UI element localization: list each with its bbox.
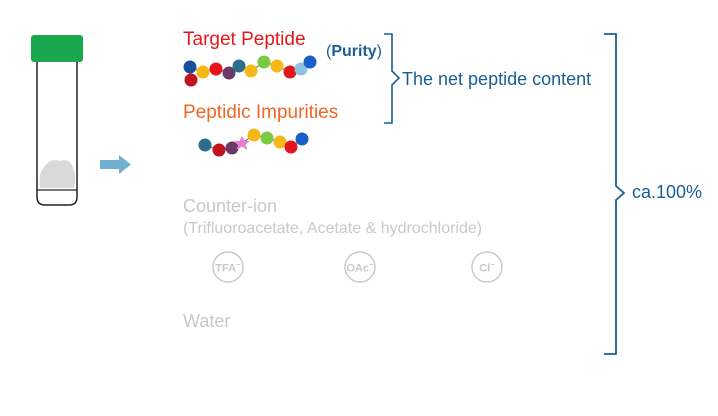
cl-ion-label: Cl− <box>479 260 495 275</box>
oac-ion-circle <box>344 251 376 283</box>
purity-open-paren: ( <box>326 43 332 60</box>
vial-icon <box>31 35 83 206</box>
cl-text: Cl <box>479 262 491 275</box>
oac-ion-label: OAc− <box>346 260 374 275</box>
purity-text: Purity <box>331 43 377 60</box>
target-peptide-label: Target Peptide <box>183 29 306 50</box>
peptidic-impurities-label: Peptidic Impurities <box>183 102 339 123</box>
counter-ion-label: Counter-ion <box>183 196 278 216</box>
counter-ion-examples: (Trifluoroacetate, Acetate & hydrochlori… <box>183 220 483 237</box>
peptide-powder <box>39 160 76 188</box>
vial-cap <box>31 35 83 62</box>
right-arrow-icon <box>100 155 131 174</box>
modified-residue-star <box>234 136 250 150</box>
impurity-peptide-chain <box>198 128 309 157</box>
oac-text: OAc <box>346 262 369 275</box>
purity-label: (Purity) <box>326 43 382 61</box>
water-label: Water <box>183 311 231 331</box>
purity-close-paren: ) <box>376 43 382 60</box>
net-peptide-content-label: The net peptide content <box>402 69 592 89</box>
net-content-bracket <box>384 33 401 124</box>
tfa-text: TFA <box>215 262 237 275</box>
cl-ion-circle <box>471 251 503 283</box>
tfa-ion-label: TFA− <box>215 260 241 275</box>
total-label: ca.100% <box>632 182 703 202</box>
tfa-ion-circle <box>212 251 244 283</box>
target-peptide-chain <box>183 55 317 87</box>
total-bracket <box>604 33 626 355</box>
vial-body <box>36 62 78 206</box>
